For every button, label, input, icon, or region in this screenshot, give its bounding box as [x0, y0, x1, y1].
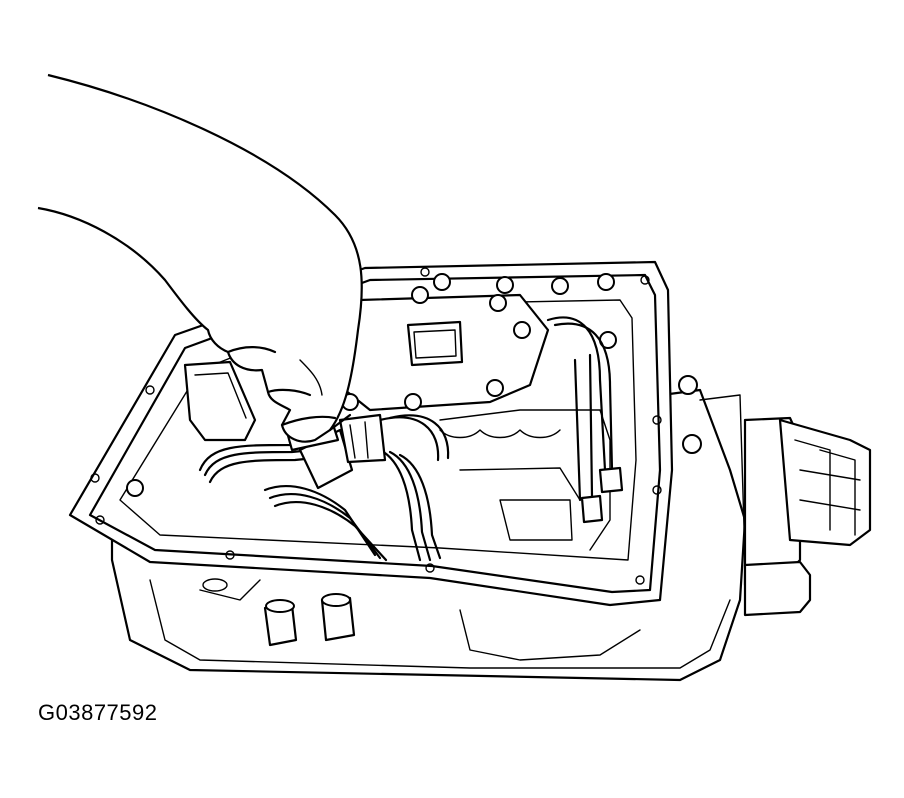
sensor-wire [573, 353, 594, 502]
figure-id-label: G03877592 [38, 700, 158, 725]
case-fittings [202, 578, 356, 647]
wiring-harness [198, 316, 624, 562]
accumulator-cover [183, 360, 257, 442]
technician-hand [37, 73, 363, 443]
extension-housing [743, 416, 872, 617]
